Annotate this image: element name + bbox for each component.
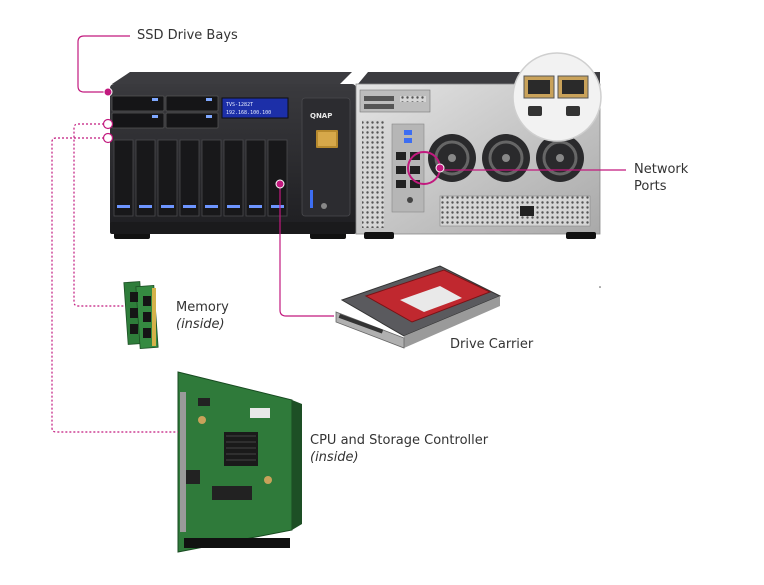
- callout-dot-ssd[interactable]: [103, 87, 113, 97]
- memory-modules: [123, 281, 159, 349]
- thunderbolt-port-icon-2[interactable]: [566, 106, 580, 116]
- label-ssd-drive-bays: SSD Drive Bays: [137, 27, 238, 44]
- rear-lan-port-3[interactable]: [396, 166, 406, 174]
- hdd-bay-8[interactable]: [267, 139, 288, 217]
- hdd-bay-5[interactable]: [201, 139, 222, 217]
- front-control-panel: QNAP: [301, 97, 351, 217]
- lcd-panel: TVS-1282T 192.168.100.100: [221, 97, 289, 119]
- usb-port-icon[interactable]: [321, 203, 327, 209]
- callout-dot-cpu[interactable]: [102, 132, 114, 144]
- label-memory-text: Memory: [176, 300, 229, 315]
- lcd-line-1: TVS-1282T: [226, 102, 253, 108]
- power-socket-icon[interactable]: [520, 206, 534, 216]
- callout-dot-drive-carrier[interactable]: [275, 179, 285, 189]
- label-network-line2: Ports: [634, 179, 667, 194]
- label-memory-note: (inside): [176, 317, 225, 332]
- callout-drive-carrier: [279, 184, 334, 317]
- label-cpu-controller: CPU and Storage Controller (inside): [310, 432, 488, 466]
- rear-lan-ports: [396, 152, 420, 188]
- drive-carrier: [335, 265, 502, 349]
- ssd-bay-1[interactable]: [111, 95, 165, 112]
- rear-lan-port-1[interactable]: [396, 152, 406, 160]
- usb3-port-icon-2[interactable]: [404, 138, 412, 143]
- cpu-heatsink: [224, 432, 258, 466]
- ssd-bay-4[interactable]: [165, 112, 219, 129]
- ssd-bay-3[interactable]: [165, 95, 219, 112]
- cpu-storage-controller-board: [177, 371, 302, 553]
- psu-vent: [439, 195, 591, 227]
- network-ports-zoom: [512, 52, 602, 142]
- rear-lan-port-6[interactable]: [410, 180, 420, 188]
- hdd-bay-2[interactable]: [135, 139, 156, 217]
- rear-lan-port-2[interactable]: [410, 152, 420, 160]
- thunderbolt-port-icon-1[interactable]: [528, 106, 542, 116]
- hdd-bay-1[interactable]: [113, 139, 134, 217]
- callout-dot-memory[interactable]: [102, 118, 114, 130]
- rear-vent: [362, 120, 384, 228]
- power-led-icon: [310, 190, 313, 208]
- hdd-bay-3[interactable]: [157, 139, 178, 217]
- ssd-bays: [111, 95, 219, 129]
- hdd-bay-6[interactable]: [223, 139, 244, 217]
- label-cpu-text: CPU and Storage Controller: [310, 433, 489, 448]
- hdd-bay-4[interactable]: [179, 139, 200, 217]
- hdd-bay-7[interactable]: [245, 139, 266, 217]
- label-cpu-note: (inside): [310, 450, 359, 465]
- rear-lan-port-4[interactable]: [410, 166, 420, 174]
- callout-dot-network[interactable]: [435, 163, 445, 173]
- label-network-ports: Network Ports: [634, 161, 688, 195]
- label-drive-carrier: Drive Carrier: [450, 336, 533, 353]
- label-network-line1: Network: [634, 162, 689, 177]
- rear-lan-port-5[interactable]: [396, 180, 406, 188]
- callout-cpu: [51, 137, 178, 433]
- audio-jack-icon[interactable]: [407, 197, 413, 203]
- label-drive-carrier-text: Drive Carrier: [450, 337, 534, 352]
- lcd-line-2: 192.168.100.100: [226, 110, 271, 116]
- callout-lines: [51, 35, 626, 433]
- brand-logo: QNAP: [310, 112, 332, 120]
- label-ssd-text: SSD Drive Bays: [137, 28, 238, 43]
- ssd-bay-2[interactable]: [111, 112, 165, 129]
- usb3-port-icon[interactable]: [404, 130, 412, 135]
- label-memory: Memory (inside): [176, 299, 229, 333]
- callout-ssd: [77, 35, 130, 93]
- hdd-bays: [113, 139, 288, 217]
